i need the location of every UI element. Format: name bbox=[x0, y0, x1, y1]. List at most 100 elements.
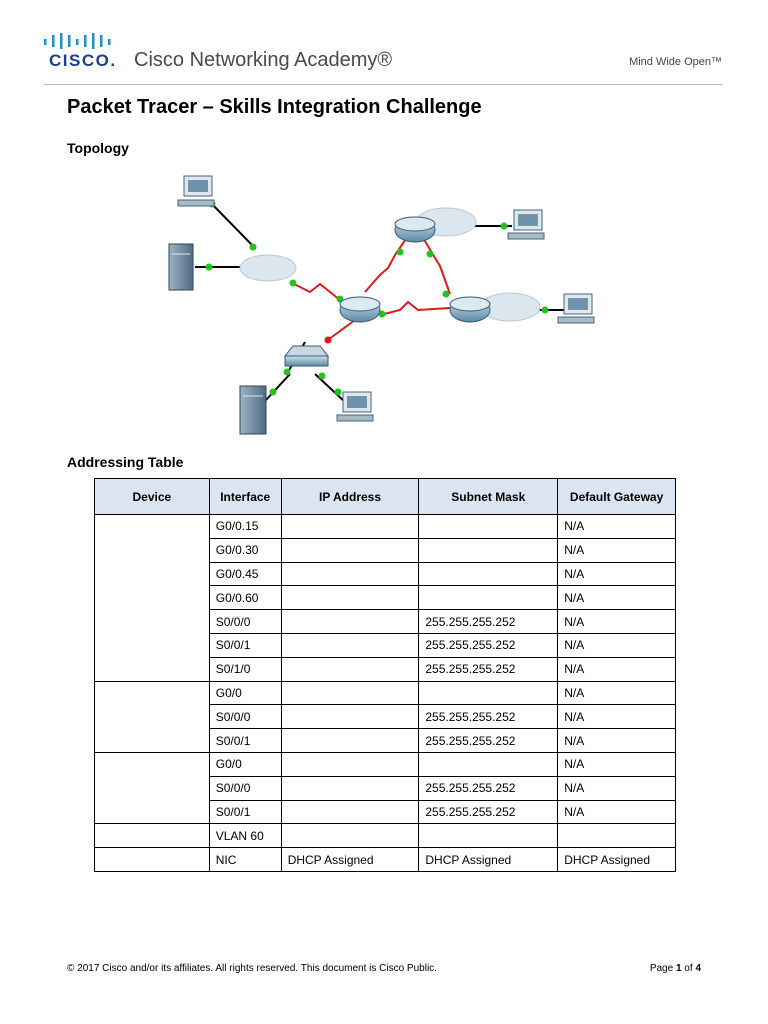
addressing-table-heading: Addressing Table bbox=[67, 454, 184, 470]
col-header-interface: Interface bbox=[208, 478, 282, 515]
cell-interface: G0/0.30 bbox=[208, 537, 282, 563]
cell-subnet-mask bbox=[418, 514, 559, 539]
cell-default-gateway: N/A bbox=[557, 561, 676, 587]
cell-ip-address bbox=[280, 537, 420, 563]
cell-interface: G0/0.15 bbox=[208, 514, 282, 539]
cell-device bbox=[94, 680, 210, 753]
cell-interface: S0/1/0 bbox=[208, 656, 282, 682]
page-prefix: Page bbox=[649, 963, 676, 974]
switch-icon bbox=[283, 345, 330, 367]
cell-ip-address bbox=[280, 514, 420, 539]
cell-interface: G0/0.45 bbox=[208, 561, 282, 587]
cell-ip-address: DHCP Assigned bbox=[280, 847, 420, 872]
cell-interface: G0/0 bbox=[208, 680, 282, 706]
cell-ip-address bbox=[280, 680, 420, 706]
header-divider bbox=[44, 84, 722, 85]
table-row: G0/0.60 N/A bbox=[95, 585, 676, 611]
cell-subnet-mask bbox=[418, 751, 559, 777]
cell-default-gateway: N/A bbox=[557, 537, 676, 563]
router-icon bbox=[339, 296, 381, 323]
col-header-subnet-mask: Subnet Mask bbox=[418, 478, 559, 515]
cell-default-gateway: N/A bbox=[557, 704, 676, 730]
table-row: G0/0.30 N/A bbox=[95, 537, 676, 563]
cell-subnet-mask: 255.255.255.252 bbox=[418, 775, 559, 801]
cell-default-gateway: N/A bbox=[557, 656, 676, 682]
pc-icon bbox=[336, 391, 374, 422]
cell-interface: S0/0/0 bbox=[208, 775, 282, 801]
col-header-ip-address: IP Address bbox=[280, 478, 420, 515]
cell-subnet-mask bbox=[418, 585, 559, 611]
page-header: CISCO. Cisco Networking Academy® Mind Wi… bbox=[0, 0, 768, 90]
pc-icon bbox=[557, 293, 595, 324]
cell-subnet-mask bbox=[418, 537, 559, 563]
cell-interface: S0/0/1 bbox=[208, 728, 282, 753]
cell-subnet-mask bbox=[418, 561, 559, 587]
server-icon bbox=[239, 385, 267, 435]
cell-interface: S0/0/0 bbox=[208, 704, 282, 730]
table-header-row: Device Interface IP Address Subnet Mask … bbox=[94, 478, 676, 515]
cell-ip-address bbox=[280, 751, 420, 777]
copyright-notice: © 2017 Cisco and/or its affiliates. All … bbox=[67, 963, 437, 974]
cell-subnet-mask: 255.255.255.252 bbox=[418, 632, 559, 658]
page-number: Page 1 of 4 bbox=[650, 963, 701, 974]
cell-device bbox=[94, 823, 210, 849]
cell-subnet-mask: 255.255.255.252 bbox=[418, 656, 559, 682]
cell-ip-address bbox=[280, 609, 420, 634]
addressing-table: Device Interface IP Address Subnet Mask … bbox=[94, 478, 676, 872]
cell-device bbox=[94, 514, 210, 682]
cell-subnet-mask: DHCP Assigned bbox=[418, 847, 559, 872]
page-of: of bbox=[681, 963, 696, 974]
cell-subnet-mask: 255.255.255.252 bbox=[418, 799, 559, 825]
cell-default-gateway: DHCP Assigned bbox=[557, 847, 676, 872]
cell-default-gateway: N/A bbox=[557, 514, 676, 539]
cell-interface: S0/0/0 bbox=[208, 609, 282, 634]
cell-interface: G0/0.60 bbox=[208, 585, 282, 611]
cisco-logo-text: CISCO. bbox=[49, 51, 117, 70]
cell-interface: VLAN 60 bbox=[208, 823, 282, 849]
cell-default-gateway bbox=[557, 823, 676, 849]
cell-ip-address bbox=[280, 799, 420, 825]
cell-interface: S0/0/1 bbox=[208, 632, 282, 658]
cell-subnet-mask: 255.255.255.252 bbox=[418, 609, 559, 634]
table-row: G0/0.45 N/A bbox=[95, 561, 676, 587]
tagline: Mind Wide Open™ bbox=[629, 56, 722, 68]
pc-icon bbox=[507, 209, 545, 240]
router-icon bbox=[394, 216, 436, 243]
cell-default-gateway: N/A bbox=[557, 751, 676, 777]
cell-ip-address bbox=[280, 775, 420, 801]
cell-default-gateway: N/A bbox=[557, 609, 676, 634]
cell-ip-address bbox=[280, 561, 420, 587]
cisco-logo-bars-icon bbox=[44, 33, 111, 49]
cell-interface: NIC bbox=[208, 847, 282, 872]
cell-default-gateway: N/A bbox=[557, 799, 676, 825]
cell-device bbox=[94, 751, 210, 825]
cell-interface: G0/0 bbox=[208, 751, 282, 777]
table-row: VLAN 60 bbox=[94, 823, 676, 849]
cell-interface: S0/0/1 bbox=[208, 799, 282, 825]
cell-default-gateway: N/A bbox=[557, 728, 676, 753]
cell-subnet-mask: 255.255.255.252 bbox=[418, 704, 559, 730]
topology-heading: Topology bbox=[67, 140, 129, 156]
cell-default-gateway: N/A bbox=[557, 775, 676, 801]
page-total: 4 bbox=[695, 963, 701, 974]
pc-icon bbox=[177, 175, 215, 207]
server-icon bbox=[168, 243, 194, 291]
cell-ip-address bbox=[280, 656, 420, 682]
topology-diagram bbox=[168, 175, 595, 435]
cell-default-gateway: N/A bbox=[557, 585, 676, 611]
cell-default-gateway: N/A bbox=[557, 632, 676, 658]
cell-subnet-mask bbox=[418, 680, 559, 706]
cell-ip-address bbox=[280, 823, 420, 849]
cell-default-gateway: N/A bbox=[557, 680, 676, 706]
cell-ip-address bbox=[280, 585, 420, 611]
